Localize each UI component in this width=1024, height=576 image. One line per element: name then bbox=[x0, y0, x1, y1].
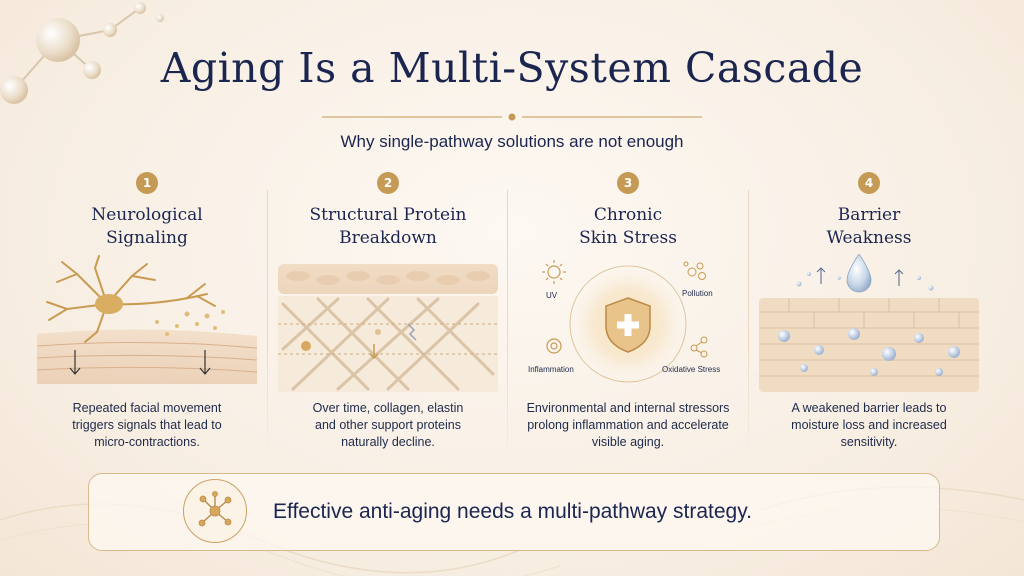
column-chronic-stress: 3 Chronic Skin Stress bbox=[508, 172, 748, 462]
column-description: Repeated facial movement triggers signal… bbox=[72, 401, 222, 449]
step-badge: 2 bbox=[377, 172, 399, 194]
footer-message: Effective anti-aging needs a multi-pathw… bbox=[273, 500, 752, 523]
column-divider bbox=[507, 190, 508, 450]
column-description: Environmental and internal stressors pro… bbox=[526, 401, 730, 449]
uv-label: UV bbox=[546, 291, 558, 300]
column-neurological: 1 Neurological Signaling bbox=[27, 172, 267, 462]
pollution-label: Pollution bbox=[682, 289, 713, 298]
pollution-icon bbox=[683, 261, 706, 280]
column-heading: Structural Protein Breakdown bbox=[309, 205, 467, 248]
step-badge: 4 bbox=[858, 172, 880, 194]
page-title: Aging Is a Multi-System Cascade bbox=[160, 44, 864, 92]
column-heading: Neurological Signaling bbox=[91, 205, 203, 248]
column-description: Over time, collagen, elastin and other s… bbox=[312, 401, 464, 449]
collagen-fibers-icon bbox=[278, 264, 498, 392]
column-divider bbox=[267, 190, 268, 450]
oxidative-label: Oxidative Stress bbox=[662, 365, 720, 374]
page-subtitle: Why single-pathway solutions are not eno… bbox=[340, 132, 684, 151]
column-structural-protein: 2 Structural Protein Breakdown bbox=[268, 172, 508, 462]
water-drop-icon bbox=[759, 254, 979, 392]
column-heading: Barrier Weakness bbox=[826, 205, 912, 248]
inflammation-icon bbox=[546, 338, 562, 354]
sun-icon bbox=[542, 260, 566, 284]
column-barrier-weakness: 4 Barrier Weakness bbox=[749, 172, 989, 462]
column-heading: Chronic Skin Stress bbox=[579, 205, 677, 248]
inflammation-label: Inflammation bbox=[528, 365, 574, 374]
molecule-icon bbox=[690, 336, 708, 358]
molecule-network-icon bbox=[183, 479, 247, 543]
column-divider bbox=[748, 190, 749, 450]
column-description: A weakened barrier leads to moisture los… bbox=[791, 401, 947, 449]
molecule-decoration-icon bbox=[0, 2, 164, 104]
step-badge: 1 bbox=[136, 172, 158, 194]
footer-banner: Effective anti-aging needs a multi-pathw… bbox=[88, 473, 940, 551]
step-badge: 3 bbox=[617, 172, 639, 194]
stressor-diagram: UV Pollution Inflammation Oxidative Stre… bbox=[528, 260, 720, 384]
neuron-icon bbox=[37, 255, 257, 384]
title-divider bbox=[322, 113, 702, 121]
